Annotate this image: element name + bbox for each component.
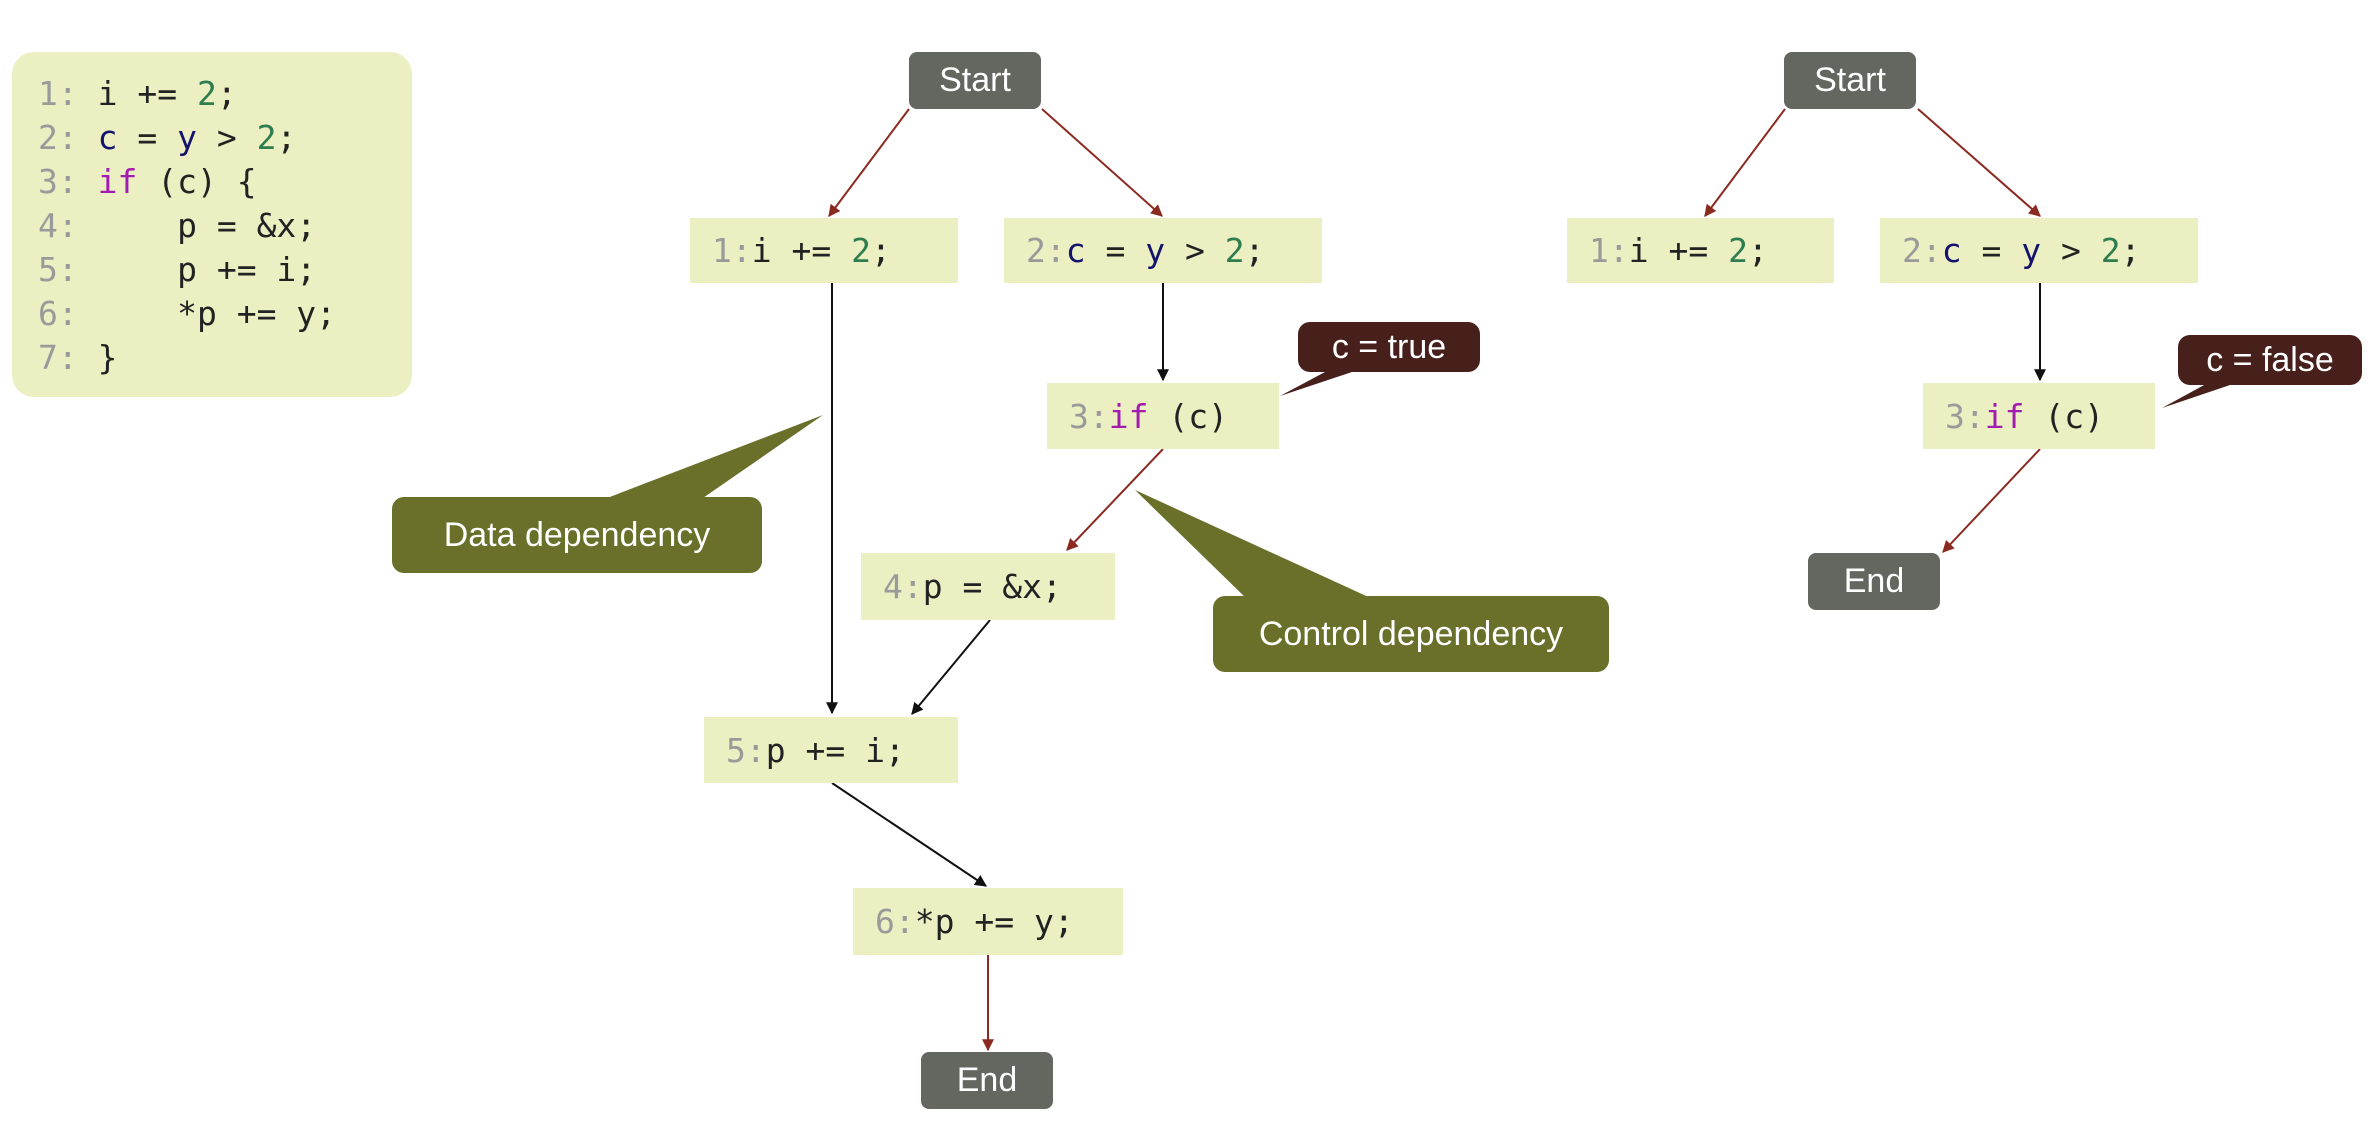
control-dependency-callout: Control dependency bbox=[1213, 596, 1609, 672]
code-text: } bbox=[97, 338, 118, 377]
line-number: 6: bbox=[38, 294, 78, 333]
line-number: 6: bbox=[875, 902, 915, 941]
code-text: if (c) { bbox=[97, 162, 257, 201]
edge-right-start-to-s2 bbox=[1917, 108, 2041, 217]
line-number: 4: bbox=[883, 567, 923, 606]
line-number: 2: bbox=[1902, 231, 1942, 270]
c-true-tail bbox=[1280, 372, 1352, 396]
edge-start-to-s1 bbox=[828, 108, 910, 217]
line-number: 1: bbox=[1589, 231, 1629, 270]
stmt-text: if (c) bbox=[1108, 396, 1228, 436]
code-text: i += 2; bbox=[97, 74, 237, 113]
edge-right-s3-to-end bbox=[1942, 448, 2041, 553]
stmt-text: if (c) bbox=[1984, 396, 2104, 436]
code-line-3: 3: if (c) { bbox=[38, 160, 412, 204]
code-text: *p += y; bbox=[97, 294, 337, 333]
edge-start-to-s2 bbox=[1041, 108, 1163, 217]
data-dependency-callout: Data dependency bbox=[392, 497, 762, 573]
line-number: 5: bbox=[38, 250, 78, 289]
right-start-node: Start bbox=[1784, 52, 1916, 109]
callout-label: Control dependency bbox=[1258, 614, 1564, 653]
edge-right-start-to-s1 bbox=[1704, 108, 1786, 217]
condition-label: c = false bbox=[2206, 340, 2334, 379]
code-text: p = &x; bbox=[97, 206, 317, 245]
left-end-node: End bbox=[921, 1052, 1053, 1109]
left-stmt-3: 3: if (c) bbox=[1047, 383, 1279, 449]
stmt-text: i += 2; bbox=[1628, 231, 1768, 270]
code-text: p += i; bbox=[97, 250, 317, 289]
stmt-text: c = y > 2; bbox=[1065, 231, 1265, 270]
left-stmt-5: 5: p += i; bbox=[704, 717, 958, 783]
code-line-1: 1: i += 2; bbox=[38, 72, 412, 116]
code-line-7: 7: } bbox=[38, 336, 412, 380]
line-number: 3: bbox=[1945, 396, 1985, 436]
code-line-6: 6: *p += y; bbox=[38, 292, 412, 336]
stmt-text: c = y > 2; bbox=[1941, 231, 2141, 270]
end-label: End bbox=[956, 1061, 1018, 1099]
line-number: 1: bbox=[38, 74, 78, 113]
source-code-panel: 1: i += 2; 2: c = y > 2; 3: if (c) { 4: … bbox=[12, 52, 412, 397]
code-line-2: 2: c = y > 2; bbox=[38, 116, 412, 160]
end-label: End bbox=[1843, 562, 1905, 600]
data-dependency-tail bbox=[602, 415, 823, 500]
left-stmt-4: 4: p = &x; bbox=[861, 553, 1115, 620]
control-dependency-tail bbox=[1135, 490, 1375, 600]
callout-label: Data dependency bbox=[443, 515, 711, 554]
left-stmt-6: 6: *p += y; bbox=[853, 888, 1123, 955]
right-end-node: End bbox=[1808, 553, 1940, 610]
edge-s5-to-s6 bbox=[831, 782, 987, 887]
line-number: 3: bbox=[38, 162, 78, 201]
line-number: 5: bbox=[726, 730, 766, 770]
code-text: c = y > 2; bbox=[97, 118, 297, 157]
line-number: 1: bbox=[712, 231, 752, 270]
line-number: 4: bbox=[38, 206, 78, 245]
condition-label: c = true bbox=[1331, 327, 1447, 366]
right-stmt-2: 2: c = y > 2; bbox=[1880, 218, 2198, 283]
left-stmt-2: 2: c = y > 2; bbox=[1004, 218, 1322, 283]
c-false-callout: c = false bbox=[2178, 335, 2362, 385]
right-stmt-1: 1: i += 2; bbox=[1567, 218, 1834, 283]
c-true-callout: c = true bbox=[1298, 322, 1480, 372]
start-label: Start bbox=[939, 61, 1011, 99]
stmt-text: *p += y; bbox=[914, 902, 1074, 941]
line-number: 3: bbox=[1069, 396, 1109, 436]
right-stmt-3: 3: if (c) bbox=[1923, 383, 2155, 449]
stmt-text: i += 2; bbox=[751, 231, 891, 270]
c-false-tail bbox=[2162, 384, 2233, 408]
line-number: 2: bbox=[1026, 231, 1066, 270]
left-start-node: Start bbox=[909, 52, 1041, 109]
stmt-text: p = &x; bbox=[922, 567, 1062, 606]
code-line-4: 4: p = &x; bbox=[38, 204, 412, 248]
line-number: 7: bbox=[38, 338, 78, 377]
stmt-text: p += i; bbox=[765, 730, 905, 770]
left-stmt-1: 1: i += 2; bbox=[690, 218, 958, 283]
code-line-5: 5: p += i; bbox=[38, 248, 412, 292]
edge-s3-to-s4 bbox=[1066, 448, 1164, 551]
start-label: Start bbox=[1814, 61, 1886, 99]
line-number: 2: bbox=[38, 118, 78, 157]
edge-s4-to-s5 bbox=[911, 619, 991, 715]
